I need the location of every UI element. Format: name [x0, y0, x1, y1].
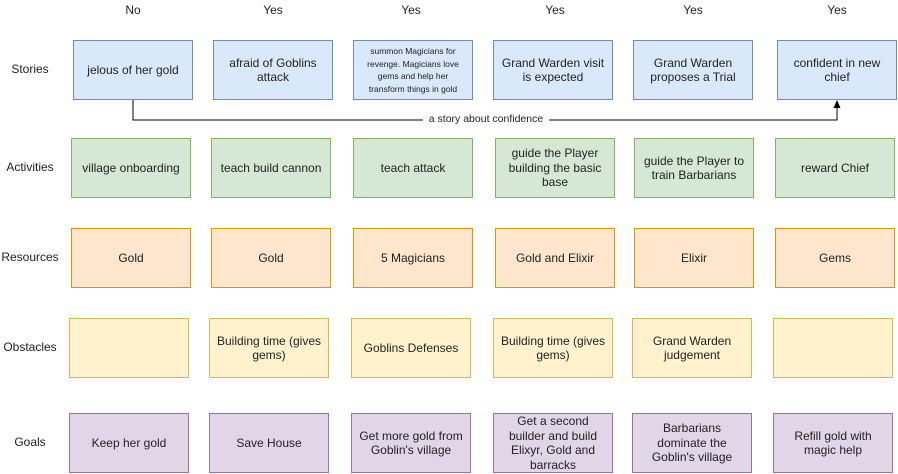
column-header-3: Yes — [401, 3, 421, 17]
activity-card[interactable]: guide the Player building the basic base — [495, 138, 615, 198]
activity-card[interactable]: guide the Player to train Barbarians — [634, 138, 754, 198]
story-card[interactable]: jelous of her gold — [73, 40, 193, 100]
row-label-activities: Activities — [6, 160, 54, 174]
column-header-2: Yes — [263, 3, 283, 17]
resource-card[interactable]: 5 Magicians — [353, 228, 473, 288]
activity-card[interactable]: village onboarding — [71, 138, 191, 198]
obstacle-card[interactable] — [69, 318, 189, 378]
obstacle-card[interactable]: Grand Warden judgement — [632, 318, 752, 378]
resource-card[interactable]: Gold and Elixir — [495, 228, 615, 288]
goal-card[interactable]: Keep her gold — [69, 413, 189, 473]
story-card[interactable]: confident in new chief — [777, 40, 897, 100]
activity-card[interactable]: reward Chief — [775, 138, 895, 198]
story-card[interactable]: Grand Warden visit is expected — [493, 40, 613, 100]
obstacle-card[interactable]: Building time (gives gems) — [209, 318, 329, 378]
goal-card[interactable]: Refill gold with magic help — [773, 413, 893, 473]
resource-card[interactable]: Gems — [775, 228, 895, 288]
row-label-stories: Stories — [11, 62, 49, 76]
connector-label: a story about confidence — [423, 112, 549, 126]
obstacle-card[interactable]: Goblins Defenses — [351, 318, 471, 378]
row-label-resources: Resources — [1, 250, 59, 264]
column-header-4: Yes — [545, 3, 565, 17]
resource-card[interactable]: Gold — [211, 228, 331, 288]
goal-card[interactable]: Get a second builder and build Elixyr, G… — [493, 413, 613, 473]
goal-card[interactable]: Save House — [209, 413, 329, 473]
story-card[interactable]: afraid of Goblins attack — [213, 40, 333, 100]
obstacle-card[interactable] — [773, 318, 893, 378]
activity-card[interactable]: teach attack — [353, 138, 473, 198]
resource-card[interactable]: Elixir — [634, 228, 754, 288]
story-card[interactable]: Grand Warden proposes a Trial — [633, 40, 753, 100]
obstacle-card[interactable]: Building time (gives gems) — [493, 318, 613, 378]
activity-card[interactable]: teach build cannon — [211, 138, 331, 198]
row-label-goals: Goals — [14, 435, 46, 449]
goal-card[interactable]: Get more gold from Goblin's village — [351, 413, 471, 473]
resource-card[interactable]: Gold — [71, 228, 191, 288]
column-header-1: No — [125, 3, 141, 17]
story-card[interactable]: summon Magicians for revenge. Magicians … — [353, 40, 473, 100]
column-header-6: Yes — [827, 3, 847, 17]
goal-card[interactable]: Barbarians dominate the Goblin's village — [632, 413, 752, 473]
row-label-obstacles: Obstacles — [3, 340, 57, 354]
column-header-5: Yes — [683, 3, 703, 17]
